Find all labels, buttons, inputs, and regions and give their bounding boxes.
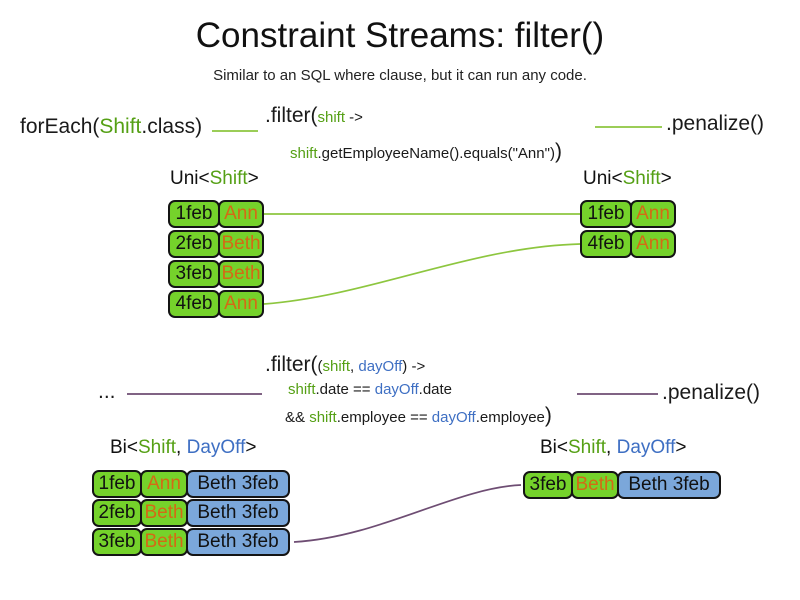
shift-date-cell: 2feb	[168, 230, 220, 258]
table-row: 3feb Beth	[168, 260, 264, 288]
shift-date-cell: 1feb	[580, 200, 632, 228]
table-row: 3feb Beth Beth 3feb	[523, 471, 721, 499]
bi-left-pre: Bi<	[110, 437, 138, 458]
cond2-var1: shift	[309, 409, 337, 426]
subtitle-text: Similar to an SQL where clause, but it c…	[213, 67, 587, 84]
bi-left-comma: ,	[176, 437, 187, 458]
code-ellipsis: ...	[98, 380, 116, 404]
cond2-pre: &&	[285, 409, 310, 426]
dayoff-cell: Beth 3feb	[186, 470, 290, 498]
shift-employee-cell: Ann	[218, 200, 264, 228]
shift-date-cell: 2feb	[92, 499, 142, 527]
bi-right-t1: Shift	[568, 437, 607, 458]
code-filter-1: .filter(shift ->	[265, 104, 363, 128]
shift-employee-cell: Ann	[140, 470, 188, 498]
shift-date-cell: 4feb	[168, 290, 220, 318]
table-row: 3feb Beth Beth 3feb	[92, 528, 290, 556]
title-text: Constraint Streams: filter()	[195, 16, 605, 55]
table-row: 1feb Ann	[580, 200, 676, 228]
bi-left-t2: DayOff	[186, 437, 246, 458]
uni-left-post: >	[247, 168, 259, 189]
shift-employee-cell: Beth	[571, 471, 619, 499]
uni-right-post: >	[660, 168, 672, 189]
shift-employee-cell: Ann	[218, 290, 264, 318]
shift-employee-cell: Beth	[140, 528, 188, 556]
table-row: 2feb Beth	[168, 230, 264, 258]
shift-date-cell: 1feb	[168, 200, 220, 228]
cond2-mid: .employee ==	[336, 409, 432, 426]
filter1-arrow: ->	[345, 109, 363, 126]
uni-left-header: Uni<Shift>	[170, 168, 259, 190]
shift-date-cell: 1feb	[92, 470, 142, 498]
shift-employee-cell: Ann	[630, 200, 676, 228]
bi-left-header: Bi<Shift, DayOff>	[110, 437, 256, 459]
foreach-type: Shift	[99, 115, 142, 138]
uni-left-pre: Uni<	[170, 168, 210, 189]
code-penalize-1: .penalize()	[666, 112, 764, 136]
dayoff-cell: Beth 3feb	[617, 471, 721, 499]
uni-right-header: Uni<Shift>	[583, 168, 672, 190]
table-row: 4feb Ann	[580, 230, 676, 258]
shift-employee-cell: Beth	[140, 499, 188, 527]
page-subtitle: Similar to an SQL where clause, but it c…	[0, 67, 800, 84]
cond1-mid: .date ==	[315, 381, 375, 398]
code-filter-2-cond2: && shift.employee == dayOff.employee)	[285, 404, 552, 428]
dayoff-cell: Beth 3feb	[186, 528, 290, 556]
filter2-comma: ,	[350, 358, 359, 375]
shift-date-cell: 4feb	[580, 230, 632, 258]
filter2-param1: shift	[322, 358, 351, 375]
code-penalize-2: .penalize()	[662, 381, 760, 405]
cond2-var2: dayOff	[431, 409, 476, 426]
uni-right-type: Shift	[622, 168, 661, 189]
foreach-pre: forEach(	[20, 115, 100, 138]
uni-right-pre: Uni<	[583, 168, 623, 189]
table-row: 2feb Beth Beth 3feb	[92, 499, 290, 527]
penalize2-text: .penalize()	[662, 381, 761, 404]
cond2-close: )	[544, 404, 552, 427]
page-title: Constraint Streams: filter()	[0, 16, 800, 56]
shift-date-cell: 3feb	[92, 528, 142, 556]
bi-left-post: >	[245, 437, 257, 458]
dayoff-cell: Beth 3feb	[186, 499, 290, 527]
shift-date-cell: 3feb	[168, 260, 220, 288]
cond2-end: .employee	[475, 409, 545, 426]
penalize1-text: .penalize()	[666, 112, 765, 135]
shift-employee-cell: Ann	[630, 230, 676, 258]
bi-right-t2: DayOff	[616, 437, 676, 458]
code-filter-2: .filter((shift, dayOff) ->	[265, 353, 425, 377]
cond1-var2: dayOff	[374, 381, 419, 398]
shift-employee-cell: Beth	[218, 260, 264, 288]
table-row: 1feb Ann	[168, 200, 264, 228]
bi-right-comma: ,	[606, 437, 617, 458]
foreach-post: .class)	[141, 115, 203, 138]
shift-date-cell: 3feb	[523, 471, 573, 499]
filter2-close: ) ->	[402, 358, 426, 375]
wire-bi-3feb	[293, 484, 522, 543]
bi-right-header: Bi<Shift, DayOff>	[540, 437, 686, 459]
filter2-param2: dayOff	[358, 358, 403, 375]
filter1-fn: .filter(	[265, 104, 318, 127]
wire-uni-4feb	[263, 243, 581, 305]
filter1-body-rest: .getEmployeeName().equals("Ann")	[317, 145, 555, 162]
table-row: 4feb Ann	[168, 290, 264, 318]
shift-employee-cell: Beth	[218, 230, 264, 258]
filter1-body-var: shift	[290, 145, 318, 162]
bi-right-pre: Bi<	[540, 437, 568, 458]
uni-left-type: Shift	[209, 168, 248, 189]
cond1-var1: shift	[288, 381, 316, 398]
ellipsis-text: ...	[98, 380, 116, 403]
code-filter-2-cond1: shift.date == dayOff.date	[288, 381, 452, 398]
filter1-body-close: )	[554, 140, 562, 163]
bi-right-post: >	[675, 437, 687, 458]
cond1-end: .date	[418, 381, 453, 398]
filter2-fn: .filter(	[265, 353, 318, 376]
bi-left-t1: Shift	[138, 437, 177, 458]
filter2-open: (	[317, 358, 323, 375]
code-foreach: forEach(Shift.class)	[20, 115, 202, 139]
code-filter-1-body: shift.getEmployeeName().equals("Ann"))	[290, 140, 562, 164]
filter1-param: shift	[317, 109, 346, 126]
table-row: 1feb Ann Beth 3feb	[92, 470, 290, 498]
